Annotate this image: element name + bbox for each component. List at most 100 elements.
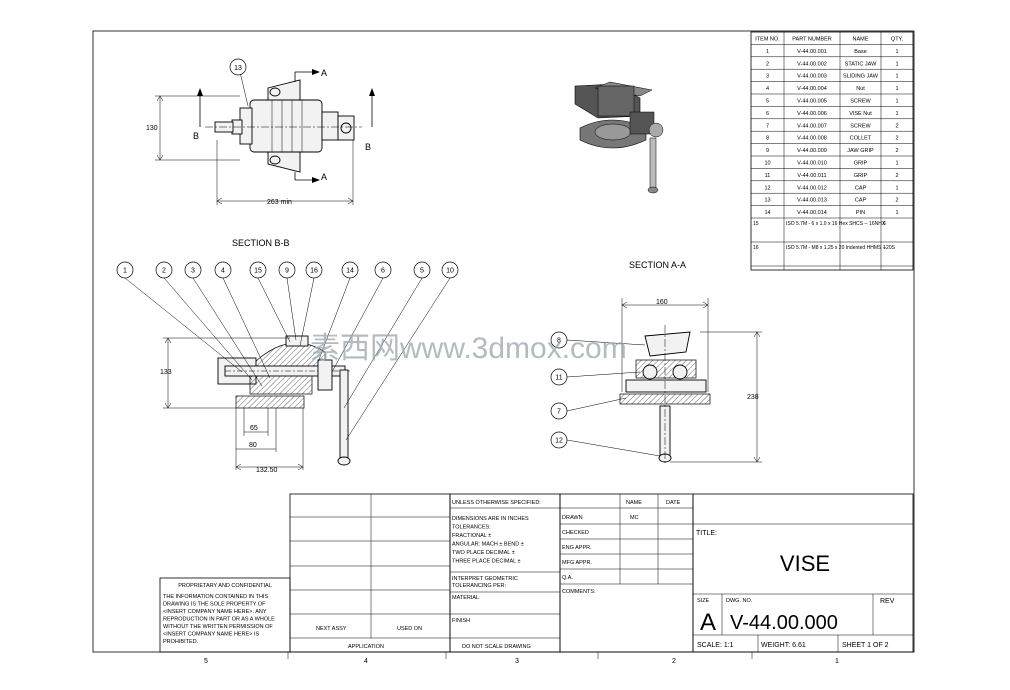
tolerance-line: THREE PLACE DECIMAL ± [452,559,521,565]
bom-cell: 2 [895,123,898,129]
bom-cell: Nut [856,86,865,92]
dim-132-50: 132.50 [256,467,278,474]
bom-cell: V-44.00.013 [797,198,827,204]
bom-cell: SCREW [850,123,871,129]
date-column-label: DATE [666,500,681,506]
bom-cell: NAME [853,37,869,43]
bom-cell: V-44.00.014 [797,210,827,216]
proprietary-line: <INSERT COMPANY NAME HERE>. ANY [163,609,267,615]
dim-80: 80 [249,442,257,449]
dim-160: 160 [656,299,668,306]
checked-label: CHECKED [562,530,589,536]
balloon-leader [566,439,661,457]
bom-cell: ISO 5.7M - M8 x 1.25 x 20 Indented HHMS … [786,245,896,251]
bom-cell: JAW GRIP [847,148,874,154]
unless-specified-label: UNLESS OTHERWISE SPECIFIED: [452,500,541,506]
balloon-circle [550,402,568,420]
balloon-7: 7 [557,409,561,416]
bom-cell: 2 [895,148,898,154]
application-label: APPLICATION [348,644,384,650]
bom-cell: V-44.00.011 [797,173,826,179]
bom-cell: 6 [766,111,769,117]
next-assy-label: NEXT ASSY [316,626,347,632]
title-label: TITLE: [696,530,717,537]
bom-cell: V-44.00.007 [797,123,827,129]
eng-appr-label: ENG APPR. [562,545,592,551]
proprietary-heading: PROPRIETARY AND CONFIDENTIAL [178,583,272,589]
bom-cell: V-44.00.001 [797,49,827,55]
bom-cell: 1 [766,49,769,55]
balloon-circle [413,261,431,279]
bom-cell: 2 [895,173,898,179]
rev-label: REV [880,598,895,605]
proprietary-line: REPRODUCTION IN PART OR AS A WHOLE [163,617,275,623]
balloon-circle [184,261,202,279]
material-label: MATERIAL [452,595,479,601]
balloon-6: 6 [381,268,385,275]
bom-cell: SLIDING JAW [843,74,879,80]
balloon-leader [566,339,646,346]
proprietary-line: PROHIBITED. [163,639,199,645]
dim-130: 130 [146,125,158,132]
dim-263-min: 263 min [267,199,292,206]
balloon-leader [222,277,271,379]
bom-cell: GRIP [854,161,868,167]
bom-cell: 1 [895,111,898,117]
bom-cell: ITEM NO. [755,37,780,43]
dwg-no-value: V-44.00.000 [730,612,838,634]
name-column-label: NAME [626,500,642,506]
size-value: A [700,609,716,636]
drawing-title: VISE [780,551,830,576]
balloon-11: 11 [555,375,562,382]
bom-cell: CAP [855,198,867,204]
balloon-circle [550,368,568,386]
cut-label-b: B [365,142,371,152]
bom-cell: V-44.00.008 [797,136,827,142]
balloon-leader [299,277,315,347]
balloon-leader [345,277,451,441]
bom-cell: 15 [753,221,759,227]
bom-cell: 5 [766,99,769,105]
balloon-5: 5 [420,268,424,275]
bom-cell: 3 [766,74,769,80]
size-label: SIZE [697,598,710,604]
bom-cell: 10 [764,161,770,167]
bom-cell: GRIP [854,173,868,179]
bom-cell: PIN [856,210,865,216]
balloon-circle [441,261,459,279]
tolerance-line: FRACTIONAL ± [452,533,491,539]
cut-label-b: B [193,131,199,141]
dim-65: 65 [250,425,258,432]
bom-cell: V-44.00.004 [797,86,827,92]
balloon-16: 16 [310,268,318,275]
balloon-leader [192,277,263,387]
do-not-scale-label: DO NOT SCALE DRAWING [462,644,531,650]
balloon-2: 2 [162,268,166,275]
zone-label: 2 [672,658,676,665]
tolerance-line: TWO PLACE DECIMAL ± [452,550,515,556]
balloon-leader [286,277,297,341]
balloon-8: 8 [557,338,561,345]
bom-cell: VISE Nut [849,111,872,117]
comments-label: COMMENTS: [562,589,596,595]
bom-cell: PART NUMBER [792,37,831,43]
balloon-leader [317,277,351,363]
zone-label: 4 [364,658,368,665]
balloon-circle [550,331,568,349]
bom-cell: 7 [766,123,769,129]
cut-label-a: A [321,68,327,78]
proprietary-line: THE INFORMATION CONTAINED IN THIS [163,594,268,600]
tolerance-line: DIMENSIONS ARE IN INCHES [452,516,529,522]
dim-238: 238 [747,394,759,401]
bom-cell: STATIC JAW [845,61,877,67]
interpret-line: INTERPRET GEOMETRIC [452,576,518,582]
